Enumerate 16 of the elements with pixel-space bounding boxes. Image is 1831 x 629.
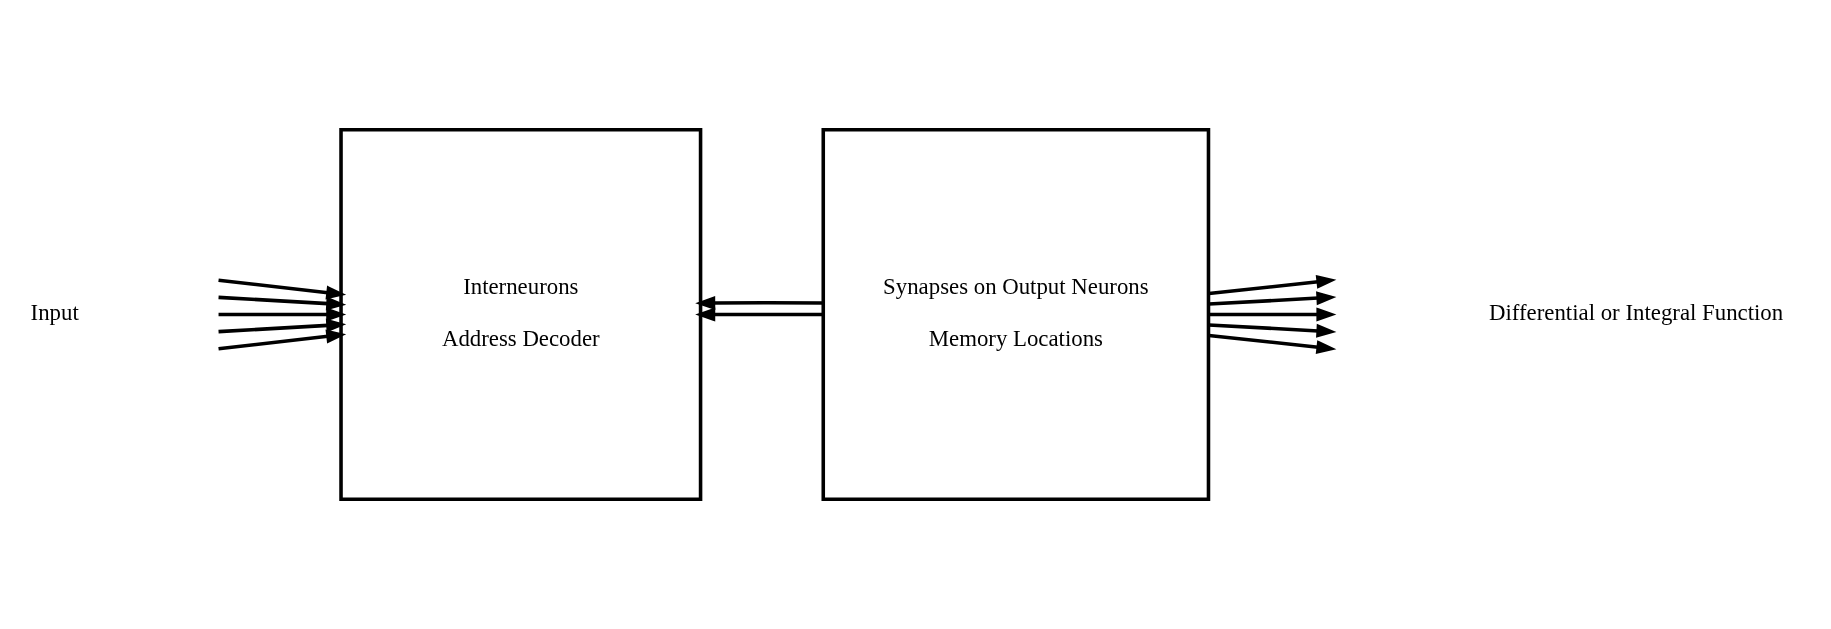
arrow: [217, 318, 346, 351]
arrow: [1208, 323, 1336, 338]
arrow: [694, 307, 823, 322]
arrow: [217, 285, 346, 322]
arrow: [1208, 274, 1336, 296]
arrow: [1208, 333, 1336, 355]
label: Input: [30, 299, 79, 325]
arrow: [218, 296, 346, 333]
arrow: [217, 307, 346, 344]
node-box: Interneurons Address Decoder: [338, 127, 702, 502]
arrow: [1208, 307, 1336, 322]
label: Differential or Integral Function: [1488, 299, 1783, 325]
arrow: [217, 278, 346, 311]
node-box: Synapses on Output Neurons Memory Locations: [820, 127, 1210, 502]
arrow: [1208, 291, 1336, 306]
arrow: [694, 295, 823, 310]
